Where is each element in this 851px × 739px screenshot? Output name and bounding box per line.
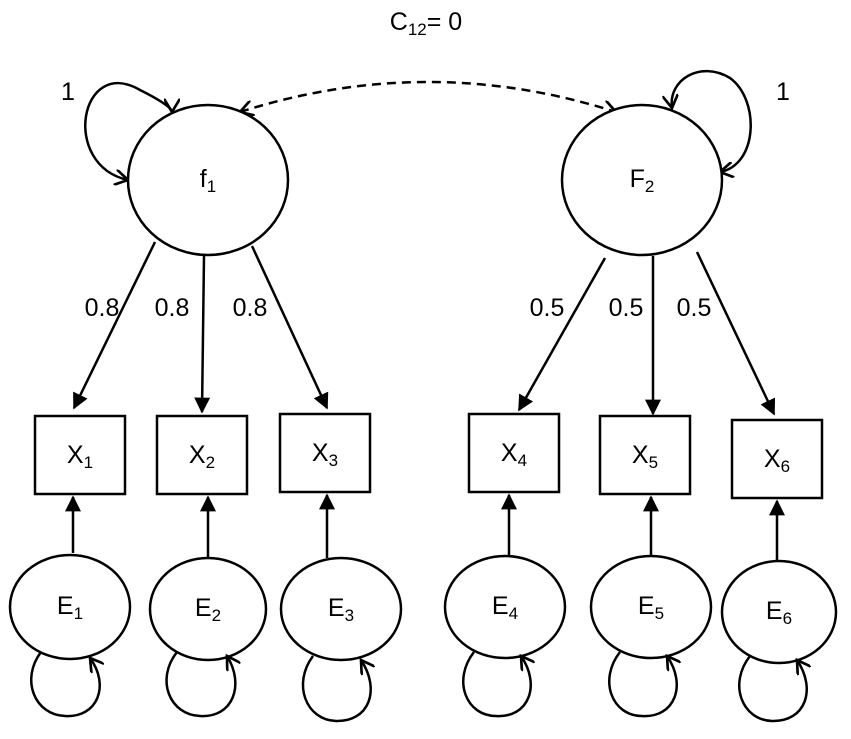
svg-text:X3: X3 [312, 439, 338, 470]
covariance-arc [240, 80, 616, 112]
error-variance-loop [738, 655, 806, 723]
factor-node: F2 [560, 103, 724, 257]
svg-text:F2: F2 [630, 165, 655, 196]
indicator-box: X3 [278, 412, 372, 494]
error-node: E5 [589, 554, 713, 660]
svg-text:X4: X4 [501, 439, 527, 470]
loading-arrow [194, 255, 211, 414]
factor-2-variance-loop [672, 69, 752, 172]
error-variance-loop [165, 651, 236, 718]
svg-text:X1: X1 [67, 441, 93, 472]
indicator-box: X2 [155, 414, 249, 496]
error-node: E6 [720, 559, 838, 665]
indicator-box: X4 [467, 412, 561, 494]
svg-text:E3: E3 [328, 594, 354, 625]
svg-text:E1: E1 [57, 592, 83, 623]
factor-1-variance-loop [84, 81, 172, 180]
loading-arrow [517, 257, 607, 412]
svg-text:X2: X2 [189, 441, 215, 472]
svg-text:f1: f1 [200, 165, 216, 196]
svg-text:E2: E2 [195, 594, 221, 625]
svg-text:E4: E4 [492, 592, 518, 623]
error-variance-loop [608, 651, 676, 718]
indicator-box: X5 [598, 414, 692, 496]
loading-label: 0.8 [155, 294, 190, 322]
svg-text:X6: X6 [764, 445, 790, 476]
error-variance-loop [301, 655, 371, 723]
error-node: E3 [279, 556, 403, 662]
loading-label: 0.8 [85, 294, 120, 322]
factor-2-variance-label: 1 [776, 78, 790, 106]
error-node: E4 [443, 554, 567, 660]
svg-text:E6: E6 [766, 597, 792, 628]
loading-arrow [695, 251, 776, 416]
svg-text:E5: E5 [638, 592, 664, 623]
loading-arrow [250, 245, 329, 410]
error-node: E2 [148, 556, 268, 662]
error-variance-loop [30, 651, 100, 718]
loading-label: 0.5 [677, 294, 712, 322]
loading-label: 0.5 [609, 294, 644, 322]
loading-label: 0.5 [530, 294, 565, 322]
indicator-box: X6 [730, 418, 824, 500]
indicator-box: X1 [33, 414, 127, 496]
loading-arrow [72, 241, 157, 410]
error-node: E1 [8, 553, 132, 661]
factor-1-variance-label: 1 [61, 78, 75, 106]
svg-text:X5: X5 [632, 441, 658, 472]
factor-node: f1 [126, 103, 290, 257]
covariance-title: C12= 0 [390, 8, 462, 39]
loading-label: 0.8 [233, 294, 268, 322]
error-variance-loop [462, 651, 530, 718]
